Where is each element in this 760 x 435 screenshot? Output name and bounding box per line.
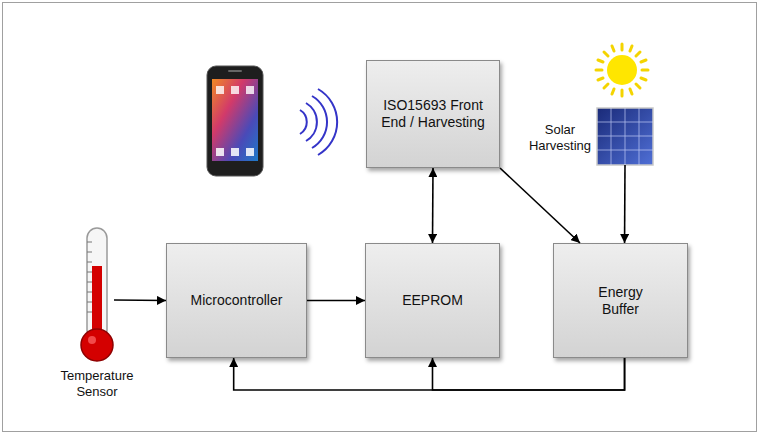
connector-arrow: [114, 299, 166, 301]
solar-panel: [597, 108, 653, 165]
connector-arrow: [624, 165, 626, 243]
wave-arc: [300, 110, 307, 134]
panel-grid: [597, 108, 653, 165]
box-label: Microcontroller: [172, 292, 302, 309]
app-icon: [216, 86, 224, 94]
app-icon: [216, 148, 224, 156]
sun-rays: [596, 44, 648, 96]
bulb-highlight: [88, 336, 96, 344]
phone-screen: [212, 79, 258, 161]
phone-speaker: [228, 70, 242, 72]
illustration-label: Temperature Sensor: [50, 368, 144, 400]
thermometer-bulb: [81, 329, 113, 361]
wave-arc: [312, 96, 327, 148]
thermometer-illustration: [81, 228, 113, 361]
app-icon: [246, 148, 254, 156]
wave-arc: [306, 103, 317, 141]
wave-arc: [318, 89, 337, 155]
connector-arrow: [500, 168, 580, 243]
process-box: Microcontroller: [166, 243, 307, 358]
app-icon: [231, 86, 239, 94]
connector-arrow: [307, 300, 365, 302]
box-label: EEPROM: [370, 292, 495, 309]
phone-body: [207, 66, 263, 176]
phone-illustration: [207, 66, 263, 176]
box-label: ISO15693 Front End / Harvesting: [374, 97, 492, 131]
solar-panel-illustration: [597, 108, 653, 165]
connector-arrow: [432, 168, 434, 243]
illustration-label: Solar Harvesting: [525, 122, 595, 154]
sun-illustration: [596, 44, 648, 96]
process-box: ISO15693 Front End / Harvesting: [366, 60, 500, 168]
connector-arrow: [433, 358, 625, 390]
app-icon: [231, 148, 239, 156]
radio-waves: [300, 89, 337, 155]
connector-arrow: [234, 358, 625, 390]
box-label: Energy Buffer: [586, 284, 656, 318]
sun-disc: [607, 55, 637, 85]
sensor-node: Temperature Sensor: [80, 225, 114, 363]
solar-panel-node: Solar Harvesting: [597, 108, 653, 165]
process-box: EEPROM: [365, 243, 500, 358]
frame-border: [3, 3, 757, 432]
app-icon: [246, 86, 254, 94]
thermometer-ticks: [87, 242, 92, 312]
process-box: Energy Buffer: [553, 243, 688, 358]
